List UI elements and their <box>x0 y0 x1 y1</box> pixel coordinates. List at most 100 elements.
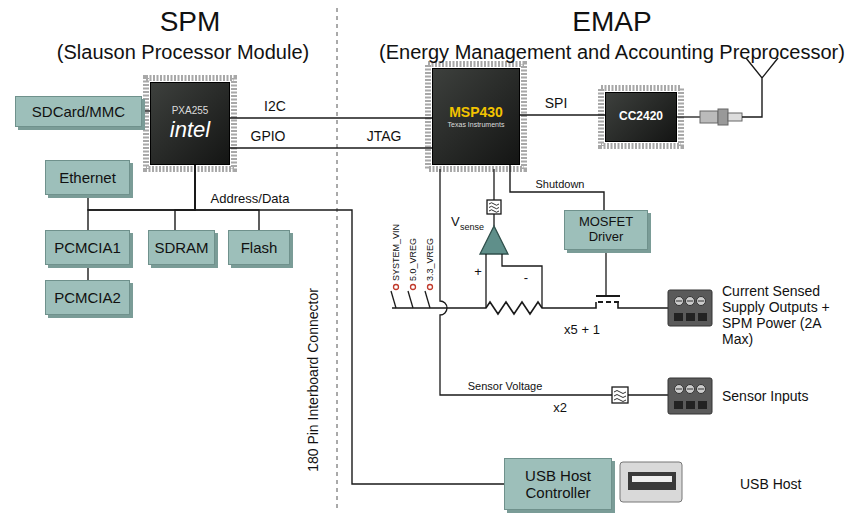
sense-circuit <box>485 254 486 308</box>
driver-box: MOSFET Driver <box>564 210 648 250</box>
usb-connector <box>632 476 672 482</box>
peripheral-box: Ethernet <box>45 160 130 195</box>
signal-label: V <box>451 215 460 230</box>
sensor-wire <box>440 169 668 403</box>
node-title: PCMCIA1 <box>54 239 121 256</box>
processor-chip: PXA255intel <box>150 82 230 165</box>
signal-line <box>520 114 605 115</box>
signal-label: Address/Data <box>209 192 292 207</box>
supply-rail <box>598 301 619 303</box>
node-title: PCMCIA2 <box>54 289 121 306</box>
terminal-block <box>676 389 704 390</box>
signal-label: GPIO <box>248 128 287 144</box>
antenna <box>677 116 700 117</box>
antenna <box>742 58 778 117</box>
sense-circuit <box>493 169 494 200</box>
signal-line <box>510 165 604 210</box>
terminal-block <box>698 401 707 409</box>
node-title: USB Host Controller <box>505 467 611 502</box>
signal-subscript: sense <box>460 222 484 232</box>
module-subheading: (Slauson Processor Module) <box>57 41 309 64</box>
terminal-block <box>674 313 683 321</box>
pin-label: - <box>524 271 528 286</box>
sense-circuit <box>493 214 494 226</box>
terminal-block <box>668 378 712 414</box>
connector-label: 180 Pin Interboard Connector <box>305 288 321 472</box>
signal-line <box>230 147 432 148</box>
port-label: USB Host <box>740 476 801 492</box>
chip-pins <box>428 64 524 169</box>
node-title: MOSFET Driver <box>565 215 647 245</box>
memory-box: SDRAM <box>148 230 215 265</box>
sense-circuit <box>489 203 499 213</box>
sensor-wire <box>440 169 612 395</box>
supply-rail <box>618 302 668 308</box>
pin-label: + <box>474 265 482 280</box>
channel-count: x5 + 1 <box>564 323 600 338</box>
supply-switch <box>425 291 430 308</box>
supply-switch <box>391 291 396 308</box>
supply-name: SYSTEM_VIN <box>391 224 401 281</box>
signal-label: JTAG <box>367 128 402 144</box>
node-subtext: Texas Instruments <box>448 121 505 129</box>
terminal-block <box>668 290 712 326</box>
terminal-block <box>676 301 704 302</box>
node-title: Ethernet <box>59 169 116 186</box>
node-title: Flash <box>241 239 278 256</box>
module-divider <box>337 8 338 510</box>
signal-line <box>87 265 88 280</box>
supply-name: 5.0_VREG <box>408 238 418 281</box>
node-title: SDRAM <box>154 239 208 256</box>
node-title: PXA255 <box>172 105 209 117</box>
signal-label: Shutdown <box>534 178 587 191</box>
supply-rail <box>605 252 606 296</box>
signal-label: I2C <box>262 98 288 114</box>
chip-pins <box>146 78 234 169</box>
signal-label: SPI <box>543 95 570 111</box>
antenna <box>677 58 778 125</box>
usb-connector <box>628 472 676 490</box>
sensor-wire <box>628 394 668 395</box>
sense-circuit <box>502 254 542 308</box>
signal-line <box>142 110 150 111</box>
usb-connector <box>620 462 682 502</box>
sense-circuit <box>480 226 508 254</box>
supply-switch <box>411 285 416 290</box>
signal-line <box>195 165 504 484</box>
signal-line <box>230 117 432 118</box>
storage-box: SDCard/MMC <box>15 96 142 127</box>
node-title: CC2420 <box>619 110 663 124</box>
antenna <box>700 111 718 123</box>
antenna <box>718 109 728 125</box>
chip-pins <box>601 88 681 146</box>
supply-switch <box>391 285 433 309</box>
node-subtext: intel <box>170 117 210 142</box>
antenna <box>728 113 742 121</box>
peripheral-box: PCMCIA1 <box>45 230 130 265</box>
microcontroller-chip: MSP430Texas Instruments <box>432 68 520 165</box>
terminal-block <box>668 290 712 414</box>
node-title: MSP430 <box>449 104 503 120</box>
channel-count: x2 <box>553 401 567 416</box>
signal-line <box>175 165 195 230</box>
radio-chip: CC2420 <box>605 92 677 142</box>
sensor-wire <box>612 387 628 403</box>
chip-pins <box>146 64 681 169</box>
signal-label: Sensor Voltage <box>468 380 543 393</box>
terminal-block <box>698 313 707 321</box>
supply-switch <box>408 291 413 308</box>
sense-circuit <box>487 200 501 214</box>
controller-box: USB Host Controller <box>504 458 612 510</box>
usb-connector <box>620 462 682 502</box>
module-heading: EMAP <box>572 6 651 38</box>
terminal-block <box>686 401 695 409</box>
peripheral-box: PCMCIA2 <box>45 280 130 315</box>
supply-switch <box>394 285 399 290</box>
terminal-block <box>686 313 695 321</box>
node-title: SDCard/MMC <box>32 103 125 120</box>
port-label: Sensor Inputs <box>722 388 808 404</box>
supply-rail <box>596 295 620 297</box>
port-label: Current Sensed Supply Outputs + SPM Powe… <box>722 283 842 347</box>
memory-box: Flash <box>228 230 290 265</box>
